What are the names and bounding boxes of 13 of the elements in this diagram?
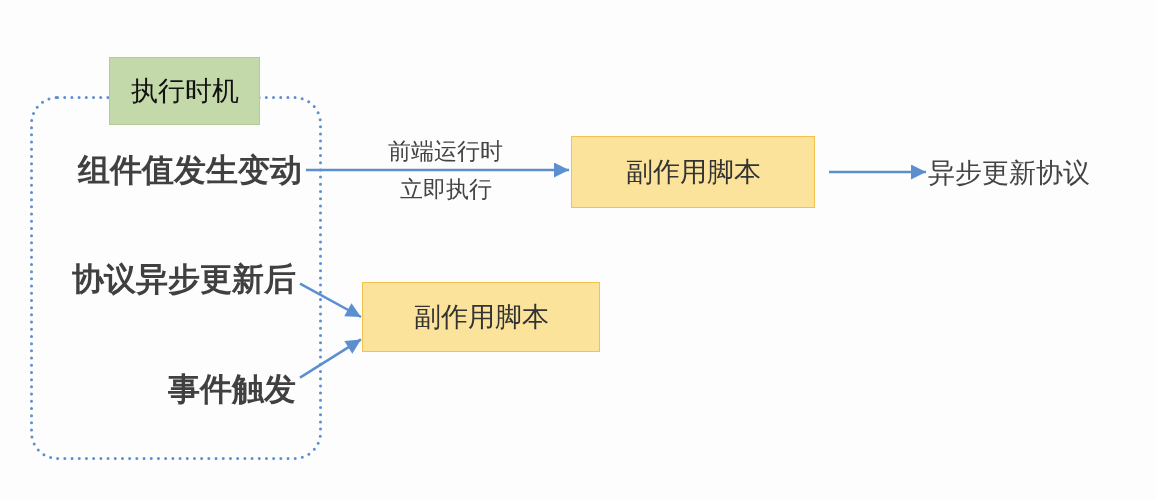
arrow — [829, 164, 926, 180]
text-label: 协议异步更新后 — [72, 260, 296, 298]
arrow — [306, 162, 569, 178]
process-box: 副作用脚本 — [571, 136, 815, 208]
dotted-group-frame — [30, 57, 322, 461]
edge-label: 前端运行时立即执行 — [387, 137, 504, 204]
process-box: 副作用脚本 — [362, 282, 600, 352]
arrow — [299, 282, 362, 319]
text-label: 异步更新协议 — [928, 156, 1090, 190]
text-label: 组件值发生变动 — [78, 151, 302, 189]
text-label: 事件触发 — [168, 370, 296, 408]
arrow — [299, 338, 362, 379]
group-heading: 执行时机 — [109, 57, 260, 125]
